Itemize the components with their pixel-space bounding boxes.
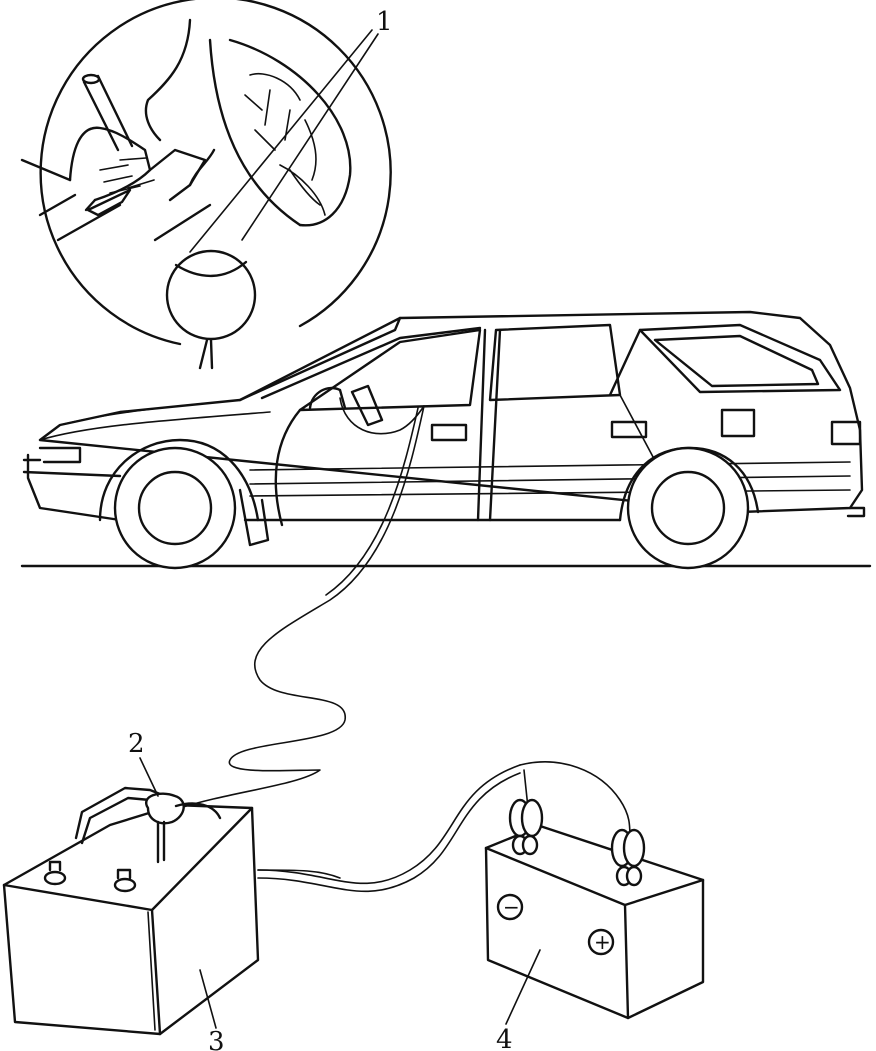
leader-line-4 [505,949,541,1025]
detector-cable [179,405,425,809]
magnified-leak-detail-icon [20,0,392,370]
leader-line-1a [189,29,373,253]
station-wagon-icon [22,310,866,570]
power-cable-positive [519,761,631,841]
leader-line-1b [241,33,379,241]
car-battery-icon [484,798,705,1020]
leader-line-3 [199,969,217,1029]
power-cable [257,764,521,885]
label-1: 1 [376,7,393,37]
power-cable-2 [257,772,521,893]
detector-box-icon [2,786,341,1036]
ultrasonic-leak-detector-icon [339,384,425,435]
leader-line-2 [139,757,159,797]
label-4: 4 [496,1025,513,1051]
positive-terminal-symbol: + [594,930,611,954]
negative-terminal-symbol: − [503,895,520,919]
detector-cable-2 [325,407,419,596]
label-2: 2 [128,729,145,759]
label-3: 3 [208,1027,225,1051]
